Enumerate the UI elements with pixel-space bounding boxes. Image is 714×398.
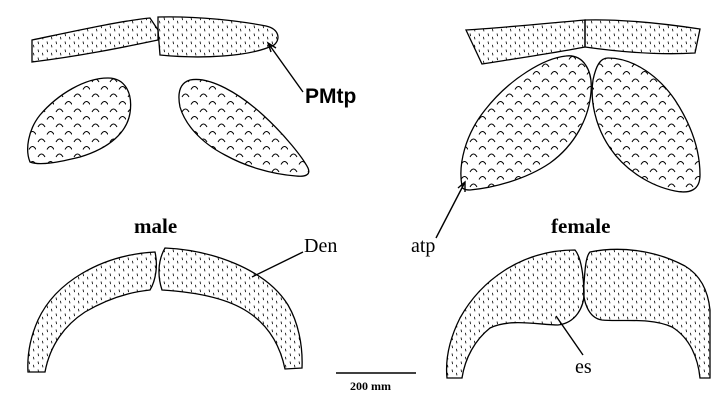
female-atp-left: [461, 56, 591, 190]
atp-leader-line: [436, 182, 465, 238]
male-den-right: [159, 248, 302, 369]
label-den: Den: [304, 236, 337, 256]
male-pmtp-right: [158, 17, 278, 57]
female-den-left: [447, 250, 585, 378]
female-den-right: [584, 249, 710, 378]
male-den-left: [28, 252, 157, 372]
female-pmtp-right: [585, 20, 700, 54]
female-atp-right: [592, 58, 700, 192]
male-atp-right: [179, 79, 309, 176]
scale-bar-label: 200 mm: [350, 380, 391, 392]
male-pmtp-left: [32, 18, 158, 62]
den-leader-line: [252, 252, 303, 277]
label-pmtp: PMtp: [305, 86, 356, 107]
label-es: es: [575, 357, 592, 377]
pmtp-leader-line: [268, 43, 303, 92]
label-atp: atp: [411, 236, 435, 256]
male-atp-left: [28, 78, 131, 164]
label-female: female: [551, 216, 610, 237]
label-male: male: [134, 216, 177, 237]
